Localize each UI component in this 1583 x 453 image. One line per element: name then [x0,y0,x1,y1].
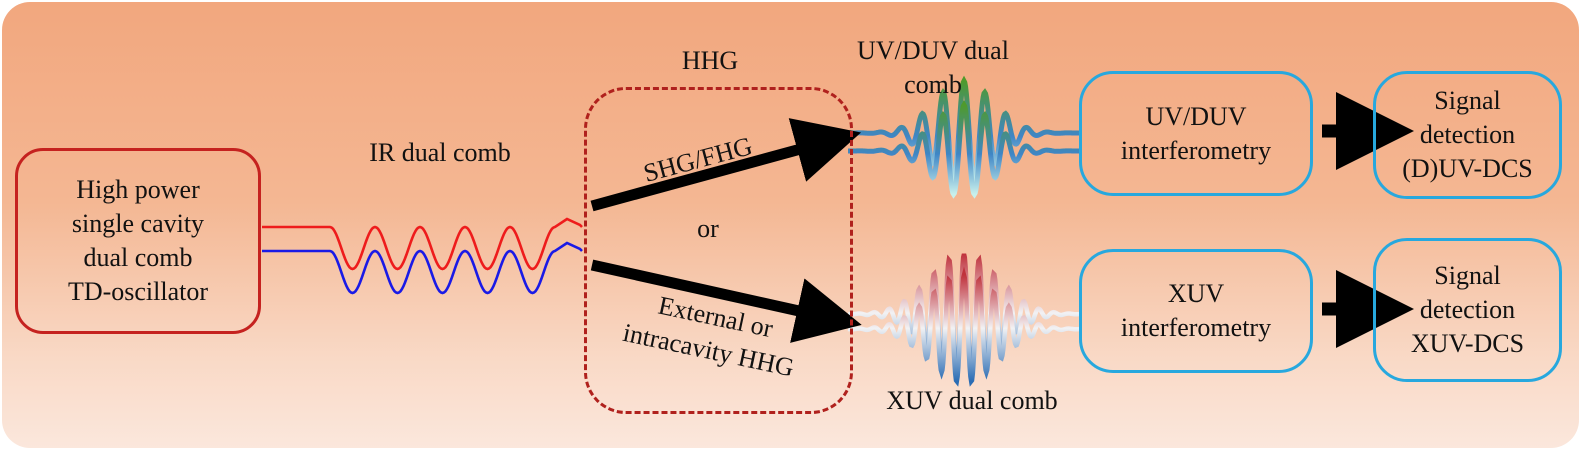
uv-interferometry-label: UV/DUV interferometry [1120,101,1272,165]
hhg-arrow-icon [590,259,862,343]
xuv-interferometry-box: XUV interferometry [1079,249,1313,373]
xuv-comb-trace-2 [847,266,1081,387]
xuv-comb-trace-1 [847,253,1081,378]
xuv-interferometry-label: XUV interferometry [1120,279,1272,342]
or-label: or [697,214,719,243]
hhg-box [584,87,853,414]
xuv-detection-box: Signal detection XUV-DCS [1373,238,1562,382]
uv-interferometry-box: UV/DUV interferometry [1079,71,1313,196]
ir-comb-label: IR dual comb [369,138,511,167]
uv-dual-comb-wave-icon [848,75,1080,199]
oscillator-box: High power single cavity dual comb TD-os… [15,148,261,334]
shg-arrow-icon [590,118,862,212]
uv-comb-label: UV/DUV dual comb [857,36,1009,99]
ir-comb-blue-trace [262,241,583,295]
ir-comb-red-trace [262,217,583,271]
uv-detection-box: Signal detection (D)UV-DCS [1373,71,1562,199]
xuv-comb-label: XUV dual comb [886,386,1058,415]
uv-comb-trace-1 [848,75,1080,187]
uv-comb-trace-2 [848,100,1080,199]
oscillator-label: High power single cavity dual comb TD-os… [67,175,209,306]
xuv-dual-comb-wave-icon [847,253,1081,387]
uv-detection-label: Signal detection (D)UV-DCS [1402,86,1533,183]
xuv-detection-label: Signal detection XUV-DCS [1410,261,1525,358]
hhg-title: HHG [681,46,739,75]
